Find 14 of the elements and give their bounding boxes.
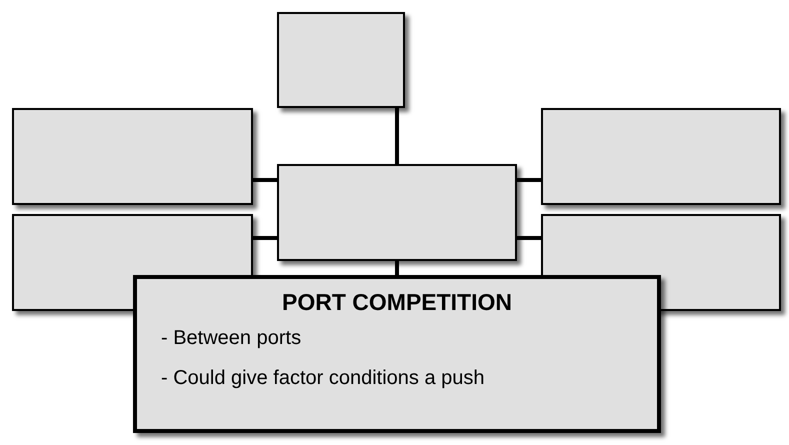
empty-box — [541, 108, 781, 205]
connector-line — [517, 236, 541, 240]
bullet-text: - Between ports — [161, 326, 302, 350]
empty-box — [277, 12, 405, 108]
callout-tooltip — [133, 275, 661, 433]
empty-box — [12, 108, 253, 205]
connector-line — [253, 178, 277, 182]
bullet-text: - Could give factor conditions a push — [161, 366, 486, 390]
connector-line — [395, 108, 399, 164]
empty-box — [277, 164, 517, 261]
connector-line — [395, 261, 399, 275]
connector-line — [517, 178, 541, 182]
connector-line — [253, 236, 277, 240]
box-heading: PORT COMPETITION — [281, 289, 513, 316]
